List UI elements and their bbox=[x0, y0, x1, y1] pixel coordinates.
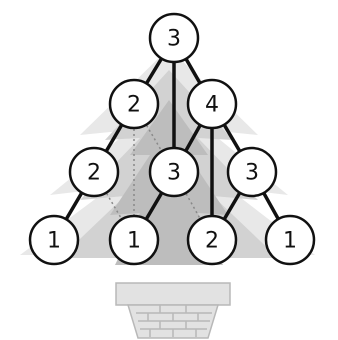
flower-pot bbox=[116, 283, 230, 338]
node-r3c3: 1 bbox=[266, 216, 314, 264]
node-r3c2: 2 bbox=[188, 216, 236, 264]
node-r0c0: 3 bbox=[150, 14, 198, 62]
node-label: 2 bbox=[87, 161, 101, 186]
node-label: 1 bbox=[283, 229, 297, 254]
pot-rim bbox=[116, 283, 230, 305]
node-label: 2 bbox=[127, 93, 141, 118]
node-label: 3 bbox=[167, 161, 181, 186]
node-r3c1: 1 bbox=[110, 216, 158, 264]
node-r2c0: 2 bbox=[70, 148, 118, 196]
node-r1c1: 4 bbox=[188, 80, 236, 128]
node-label: 1 bbox=[47, 229, 61, 254]
node-r2c1: 3 bbox=[150, 148, 198, 196]
node-r3c0: 1 bbox=[30, 216, 78, 264]
node-label: 3 bbox=[167, 27, 181, 52]
node-label: 1 bbox=[127, 229, 141, 254]
node-label: 3 bbox=[245, 161, 259, 186]
node-r1c0: 2 bbox=[110, 80, 158, 128]
node-r2c2: 3 bbox=[228, 148, 276, 196]
node-label: 4 bbox=[205, 93, 219, 118]
node-label: 2 bbox=[205, 229, 219, 254]
